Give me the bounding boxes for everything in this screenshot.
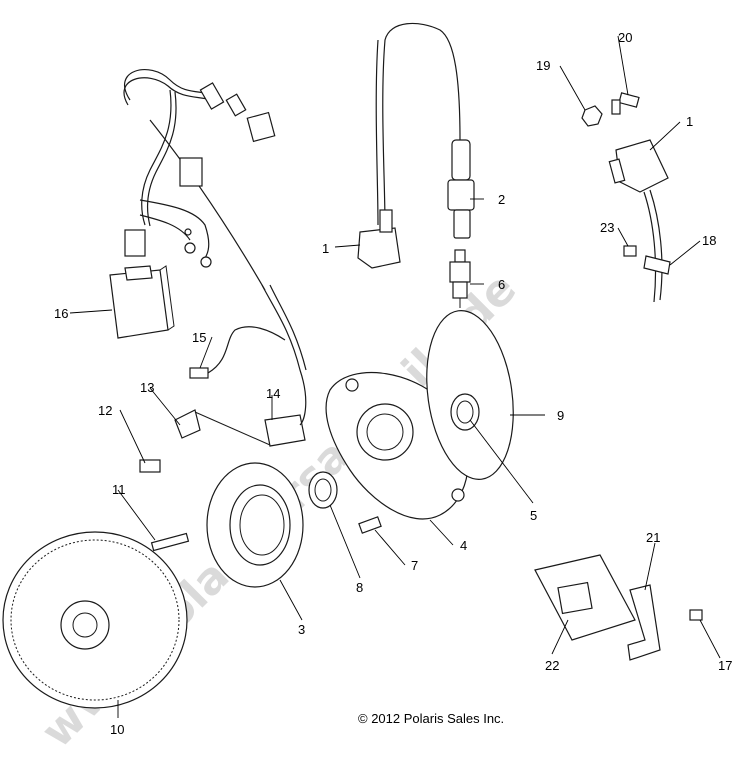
bolt-11 — [150, 532, 190, 552]
callout-19: 19 — [536, 58, 550, 73]
screw-23 — [623, 245, 637, 257]
callout-20: 20 — [618, 30, 632, 45]
callout-22: 22 — [545, 658, 559, 673]
callout-23: 23 — [600, 220, 614, 235]
callout-10: 10 — [110, 722, 124, 737]
pickup-sensor-14 — [261, 284, 307, 447]
nut-19 — [581, 105, 603, 127]
callout-9: 9 — [557, 408, 564, 423]
spark-plug-cap-2 — [447, 139, 475, 239]
leader-lines — [69, 35, 721, 718]
callout-15: 15 — [192, 330, 206, 345]
flywheel-10 — [2, 531, 188, 709]
seal-8 — [308, 471, 338, 509]
ignition-coil-1 — [357, 22, 461, 269]
cdi-module-16 — [109, 265, 175, 339]
callout-8: 8 — [356, 580, 363, 595]
screw-15 — [189, 326, 286, 379]
regulator-22 — [534, 554, 636, 641]
callout-16: 16 — [54, 306, 68, 321]
bolt-20 — [611, 92, 640, 115]
callout-13: 13 — [140, 380, 154, 395]
screw-17 — [689, 609, 703, 621]
spark-plug-6 — [449, 249, 471, 308]
callout-17: 17 — [718, 658, 732, 673]
bracket-21 — [627, 584, 661, 661]
callout-1b: 1 — [686, 114, 693, 129]
copyright-text: © 2012 Polaris Sales Inc. — [358, 711, 504, 726]
screw-12 — [139, 459, 161, 473]
callouts: 1 2 6 1 20 19 23 18 16 15 14 13 12 11 9 … — [54, 30, 732, 737]
callout-3: 3 — [298, 622, 305, 637]
callout-12: 12 — [98, 403, 112, 418]
bracket-13 — [174, 409, 271, 446]
stator-3 — [206, 462, 304, 588]
callout-11: 11 — [112, 482, 126, 497]
callout-7: 7 — [411, 558, 418, 573]
bolt-7 — [358, 516, 382, 534]
ignition-coil-1b — [608, 139, 669, 303]
callout-4: 4 — [460, 538, 467, 553]
callout-5: 5 — [530, 508, 537, 523]
callout-6: 6 — [498, 277, 505, 292]
callout-14: 14 — [266, 386, 280, 401]
callout-1a: 1 — [322, 241, 329, 256]
callout-2: 2 — [498, 192, 505, 207]
callout-21: 21 — [646, 530, 660, 545]
callout-18: 18 — [702, 233, 716, 248]
seal-5 — [450, 393, 480, 431]
wire-harness — [123, 69, 276, 291]
clip-18 — [643, 255, 671, 275]
